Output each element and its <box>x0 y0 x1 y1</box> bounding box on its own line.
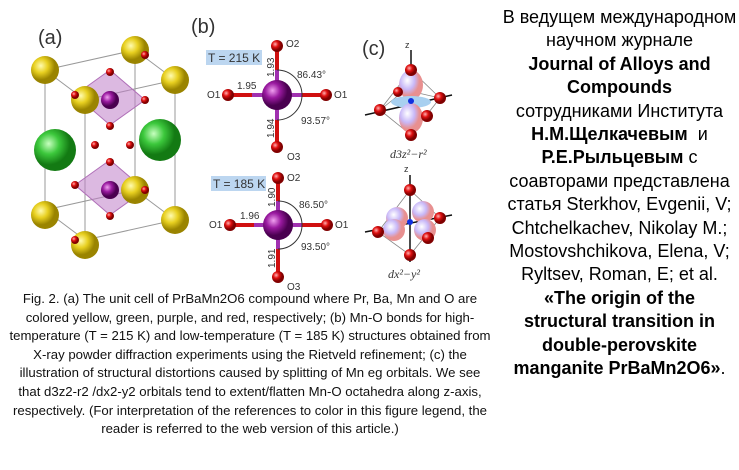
orbital-label: d3z²−r² <box>390 147 427 161</box>
temp-label: T = 185 K <box>213 177 265 191</box>
bond-angle: 93.57° <box>301 116 330 127</box>
citation-authors: Sterkhov, Evgenii, V; Chtchelkachev, Nik… <box>509 194 732 285</box>
bond-angle: 86.50° <box>299 200 328 211</box>
atom-label: O1 <box>335 220 349 231</box>
author-name: Н.М.Щелкачевым <box>531 124 688 145</box>
orbital-d3z2-r2: z d3z²−r² <box>364 40 453 161</box>
atom-label: O3 <box>287 282 301 290</box>
figure: (a) (b) (c) T = 215 K O2 O1 O1 O3 1.95 1… <box>31 16 453 290</box>
with-text: с соавторами представлена статья <box>507 147 730 215</box>
axis-label: z <box>405 40 410 50</box>
article-title: «The origin of the structural transition… <box>513 287 721 379</box>
bond-length: 1.95 <box>237 81 257 92</box>
mn-o-bonds-185k: T = 185 K O2 O1 O1 O3 1.96 1.90 1.91 86.… <box>209 172 349 290</box>
period: . <box>720 358 726 379</box>
atom-label: O2 <box>287 173 301 184</box>
atom-label: O1 <box>334 90 348 101</box>
panel-label-c: (c) <box>362 38 385 60</box>
conjunction: и <box>697 124 708 145</box>
intro-text: В ведущем международном научном журнале <box>502 7 737 51</box>
bond-angle: 93.50° <box>301 242 330 253</box>
panel-label-b: (b) <box>191 16 215 38</box>
atom-label: O1 <box>209 220 223 231</box>
announcement-text: В ведущем международном научном журнале … <box>500 6 739 381</box>
bond-length: 1.96 <box>240 211 260 222</box>
author-name: Р.Е.Рыльцевым <box>541 147 684 168</box>
mn-o-bonds-215k: T = 215 K O2 O1 O1 O3 1.95 1.93 1.94 86.… <box>206 39 348 163</box>
by-text: сотрудниками Института <box>515 100 724 121</box>
panel-label-a: (a) <box>38 27 62 49</box>
axis-label: z <box>404 164 409 174</box>
temp-label: T = 215 K <box>208 51 260 65</box>
bond-length: 1.94 <box>266 118 277 138</box>
bond-angle: 86.43° <box>297 70 326 81</box>
bond-length: 1.91 <box>267 248 278 268</box>
orbital-label: dx²−y² <box>388 267 420 281</box>
figure-caption: Fig. 2. (a) The unit cell of PrBaMn2O6 c… <box>9 291 491 437</box>
atom-label: O3 <box>287 152 301 163</box>
bond-length: 1.93 <box>266 57 277 77</box>
unit-cell-illustration <box>31 36 189 259</box>
atom-label: O1 <box>207 90 221 101</box>
journal-name: Journal of Alloys and Compounds <box>528 53 711 98</box>
orbital-dx2-y2: z dx²−y² <box>364 164 453 281</box>
atom-label: O2 <box>286 39 300 50</box>
bond-length: 1.90 <box>267 187 278 207</box>
